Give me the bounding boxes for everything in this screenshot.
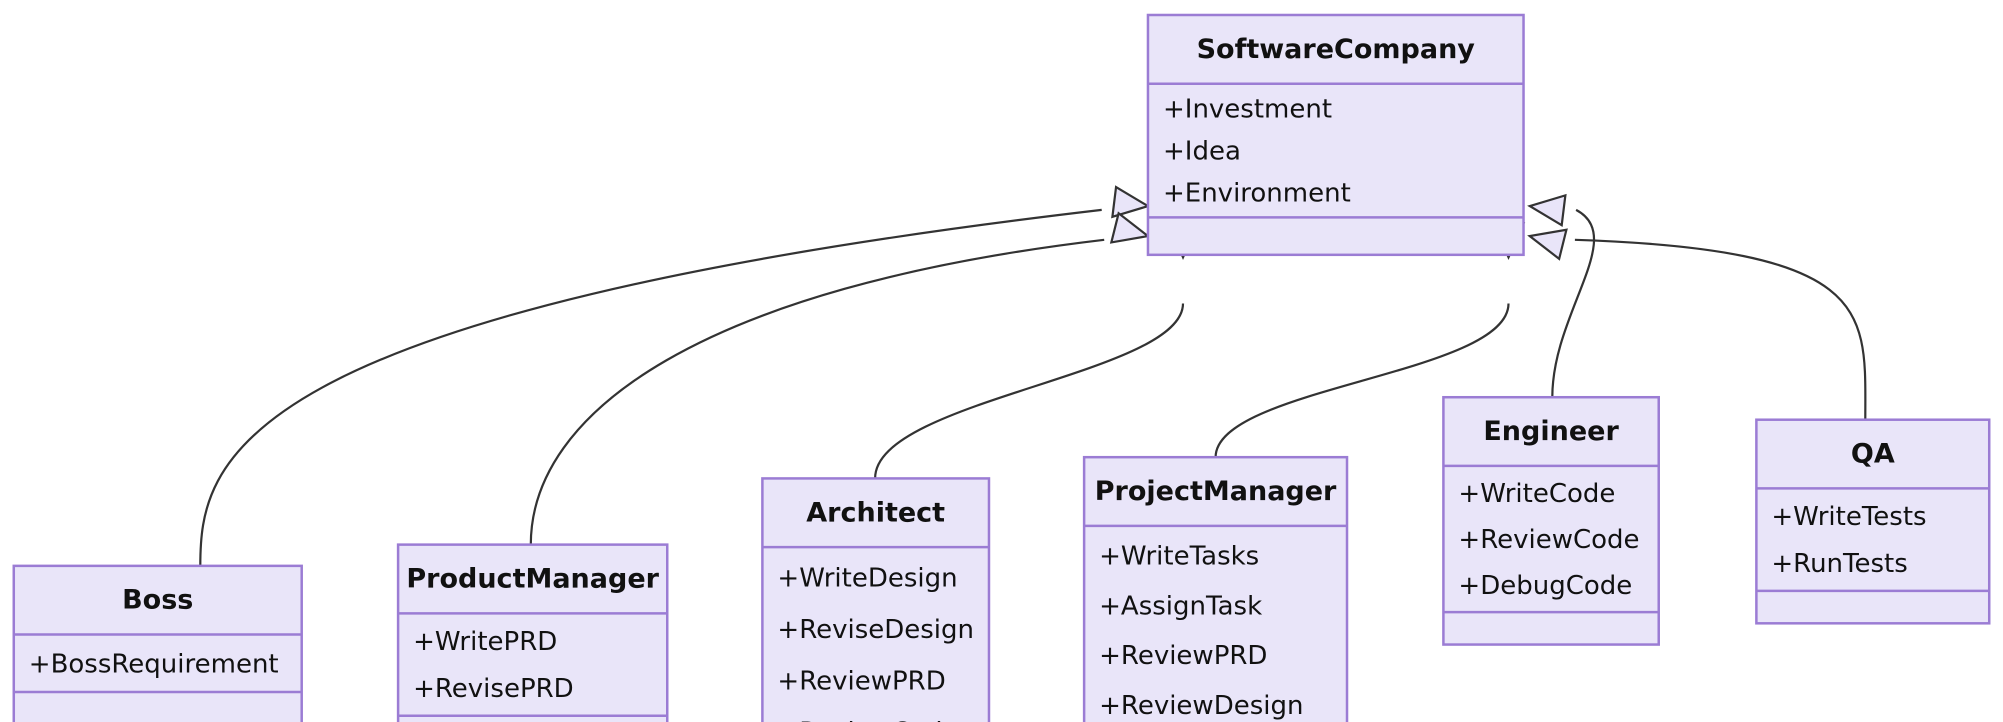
class-name-label: QA: [1851, 439, 1895, 470]
class-attribute: +ReviewCode: [1458, 525, 1639, 555]
class-attribute: +Idea: [1163, 136, 1241, 166]
class-attribute: +ReviseDesign: [777, 615, 974, 645]
class-box-boss[interactable]: Boss +BossRequirement: [12, 564, 303, 722]
generalization-arrowhead: [1111, 185, 1151, 219]
class-attribute: +WriteTests: [1771, 502, 1926, 532]
generalization-edge-boss: [199, 185, 1151, 566]
class-name-label: Boss: [122, 585, 193, 616]
class-attribute: +ReviewDesign: [1099, 691, 1303, 721]
class-attribute: +WriteTasks: [1099, 541, 1259, 571]
class-name-label: ProjectManager: [1095, 476, 1337, 507]
class-box-projectmanager[interactable]: ProjectManager +WriteTasks +AssignTask +Rev…: [1082, 455, 1349, 722]
generalization-arrowhead: [1527, 193, 1567, 227]
class-attribute: +ReviewCode: [777, 718, 958, 722]
edge-line: [529, 238, 1105, 545]
class-box-frame: [1755, 418, 1991, 625]
class-name-label: SoftwareCompany: [1197, 34, 1476, 65]
class-name-label: ProductManager: [406, 563, 659, 594]
class-attribute: +WritePRD: [413, 627, 557, 657]
class-attribute: +ReviewPRD: [777, 666, 945, 696]
edge-line: [199, 208, 1102, 566]
class-box-frame: [396, 543, 669, 722]
class-box-frame: [761, 477, 991, 722]
class-attribute: +Environment: [1163, 178, 1351, 208]
generalization-edge-architect: [874, 222, 1200, 479]
class-box-softwarecompany[interactable]: SoftwareCompany +Investment +Idea +Environm…: [1146, 13, 1525, 257]
class-box-architect[interactable]: Architect +WriteDesign +ReviseDesign +Revie…: [761, 477, 991, 722]
class-box-engineer[interactable]: Engineer +WriteCode +ReviewCode +DebugCode: [1442, 395, 1660, 646]
class-box-qa[interactable]: QA +WriteTests +RunTests: [1755, 418, 1991, 625]
class-attribute: +RevisePRD: [413, 674, 574, 704]
class-box-productmanager[interactable]: ProductManager +WritePRD +RevisePRD: [396, 543, 669, 722]
class-attribute: +BossRequirement: [29, 649, 279, 679]
class-attribute: +AssignTask: [1099, 591, 1262, 621]
class-attribute: +WriteDesign: [777, 563, 957, 593]
generalization-arrowhead: [1527, 228, 1568, 261]
class-box-frame: [12, 564, 303, 722]
classes-layer: SoftwareCompany +Investment +Idea +Environm…: [12, 13, 1991, 722]
edge-line: [1214, 303, 1510, 458]
class-name-label: Engineer: [1483, 416, 1619, 447]
edge-line: [1551, 208, 1596, 398]
class-box-frame: [1442, 395, 1660, 646]
generalization-arrowhead: [1109, 211, 1151, 244]
generalization-edge-productmanager: [529, 211, 1151, 545]
class-box-frame: [1082, 455, 1349, 722]
class-attribute: +DebugCode: [1458, 571, 1632, 601]
edge-line: [1574, 238, 1867, 420]
class-attribute: +ReviewPRD: [1099, 641, 1267, 671]
generalization-edge-engineer: [1527, 193, 1596, 398]
edge-line: [874, 303, 1185, 479]
class-box-frame: [1146, 13, 1525, 257]
generalization-edge-qa: [1527, 228, 1867, 420]
class-name-label: Architect: [806, 497, 945, 528]
class-attribute: +RunTests: [1771, 549, 1907, 579]
class-attribute: +Investment: [1163, 94, 1332, 124]
class-attribute: +WriteCode: [1458, 479, 1615, 509]
